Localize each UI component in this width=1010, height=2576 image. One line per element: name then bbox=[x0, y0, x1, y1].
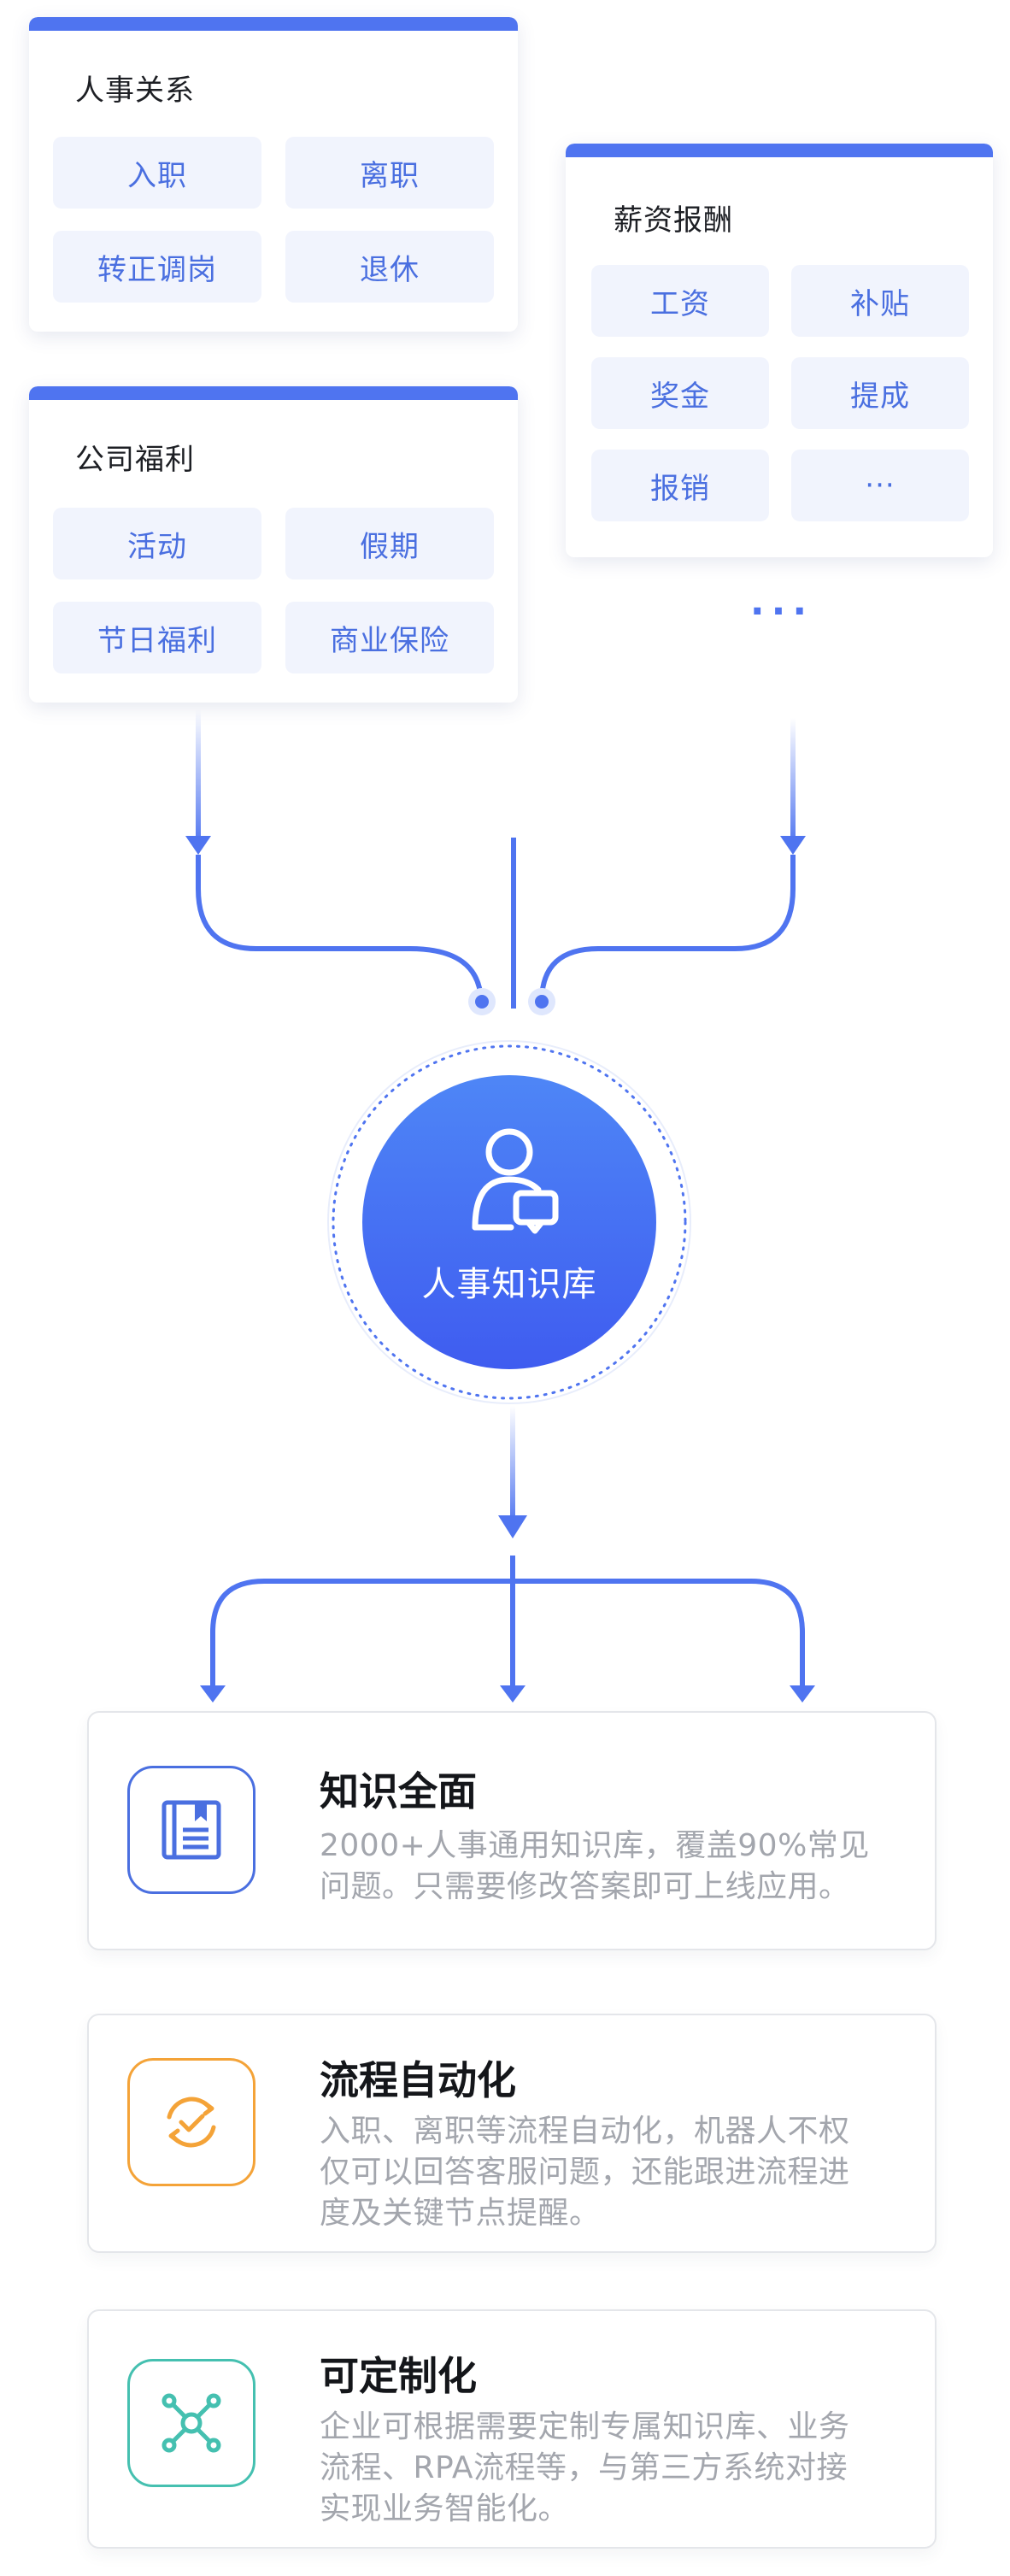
card-title: 公司福利 bbox=[75, 443, 195, 477]
book-icon bbox=[161, 1800, 221, 1860]
chip-holiday-benefit[interactable]: 节日福利 bbox=[53, 602, 261, 673]
feature-card-knowledge: 知识全面 2000+人事通用知识库，覆盖90%常见 问题。只需要修改答案即可上线… bbox=[87, 1711, 937, 1950]
right-feed-line bbox=[790, 718, 796, 846]
right-arrowhead bbox=[780, 836, 806, 855]
chip-resignation[interactable]: 离职 bbox=[285, 137, 494, 209]
feature-card-automation: 流程自动化 入职、离职等流程自动化，机器人不权 仅可以回答客服问题，还能跟进流程… bbox=[87, 2014, 937, 2253]
feature-desc-line: 问题。只需要修改答案即可上线应用。 bbox=[320, 1869, 850, 1904]
feature-title: 流程自动化 bbox=[320, 2057, 516, 2103]
chip-bonus[interactable]: 奖金 bbox=[591, 357, 769, 429]
left-feed-line bbox=[196, 709, 201, 846]
card-salary: 薪资报酬 工资 补贴 奖金 提成 报销 ··· bbox=[566, 144, 993, 557]
card-welfare: 公司福利 活动 假期 节日福利 商业保险 bbox=[29, 386, 518, 703]
branch-right-arrowhead bbox=[790, 1685, 815, 1703]
feature-desc: 2000+人事通用知识库，覆盖90%常见 问题。只需要修改答案即可上线应用。 bbox=[320, 1826, 918, 1908]
chip-leave[interactable]: 假期 bbox=[285, 508, 494, 579]
more-indicator: ··· bbox=[749, 590, 814, 633]
feature-icon-frame bbox=[127, 1766, 255, 1894]
feature-card-customization: 可定制化 企业可根据需要定制专属知识库、业务 流程、RPA流程等，与第三方系统对… bbox=[87, 2309, 937, 2549]
center-feed-line bbox=[511, 838, 516, 1009]
chip-reimbursement[interactable]: 报销 bbox=[591, 450, 769, 521]
feature-title: 知识全面 bbox=[320, 1768, 477, 1814]
right-join-dot bbox=[535, 995, 549, 1009]
chip-onboarding[interactable]: 入职 bbox=[53, 137, 261, 209]
feature-desc-line: 仅可以回答客服问题，还能跟进流程进 bbox=[320, 2155, 850, 2190]
user-chat-icon bbox=[472, 1128, 559, 1234]
chip-allowance[interactable]: 补贴 bbox=[791, 265, 969, 337]
branch-mid-arrowhead bbox=[500, 1685, 526, 1703]
feature-desc-line: 入职、离职等流程自动化，机器人不权 bbox=[320, 2114, 850, 2149]
branch-curve bbox=[210, 1579, 805, 1688]
chip-retirement[interactable]: 退休 bbox=[285, 231, 494, 303]
chip-commission[interactable]: 提成 bbox=[791, 357, 969, 429]
chip-more[interactable]: ··· bbox=[791, 450, 969, 521]
feature-title: 可定制化 bbox=[320, 2353, 477, 2399]
chip-commercial-insurance[interactable]: 商业保险 bbox=[285, 602, 494, 673]
hub-down-arrowhead bbox=[498, 1515, 527, 1538]
center-branch bbox=[510, 1556, 515, 1691]
left-join-dot bbox=[475, 995, 489, 1009]
feature-desc-line: 流程、RPA流程等，与第三方系统对接 bbox=[320, 2450, 849, 2485]
branch-left-arrowhead bbox=[200, 1685, 226, 1703]
hub-core bbox=[362, 1075, 656, 1369]
feature-icon-frame bbox=[127, 2359, 255, 2487]
feature-desc-line: 度及关键节点提醒。 bbox=[320, 2196, 601, 2231]
feature-desc-line: 实现业务智能化。 bbox=[320, 2491, 570, 2526]
feature-desc: 企业可根据需要定制专属知识库、业务 流程、RPA流程等，与第三方系统对接 实现业… bbox=[320, 2407, 918, 2530]
left-curve bbox=[196, 855, 484, 1001]
left-arrowhead bbox=[185, 836, 211, 855]
hub-dotted-ring bbox=[332, 1044, 687, 1400]
chip-activity[interactable]: 活动 bbox=[53, 508, 261, 579]
feature-desc: 入职、离职等流程自动化，机器人不权 仅可以回答客服问题，还能跟进流程进 度及关键… bbox=[320, 2111, 918, 2234]
chip-transfer[interactable]: 转正调岗 bbox=[53, 231, 261, 303]
hub-down-line bbox=[510, 1406, 515, 1526]
feature-icon-frame bbox=[127, 2058, 255, 2186]
card-hr-relations: 人事关系 入职 离职 转正调岗 退休 bbox=[29, 17, 518, 332]
refresh-check-icon bbox=[167, 2097, 216, 2148]
chip-wage[interactable]: 工资 bbox=[591, 265, 769, 337]
right-curve bbox=[539, 855, 796, 1001]
hub-label: 人事知识库 bbox=[421, 1265, 597, 1304]
card-title: 人事关系 bbox=[75, 74, 195, 108]
network-icon bbox=[161, 2393, 221, 2453]
card-title: 薪资报酬 bbox=[614, 203, 733, 238]
feature-desc-line: 企业可根据需要定制专属知识库、业务 bbox=[320, 2409, 850, 2444]
feature-desc-line: 2000+人事通用知识库，覆盖90%常见 bbox=[320, 1828, 870, 1863]
